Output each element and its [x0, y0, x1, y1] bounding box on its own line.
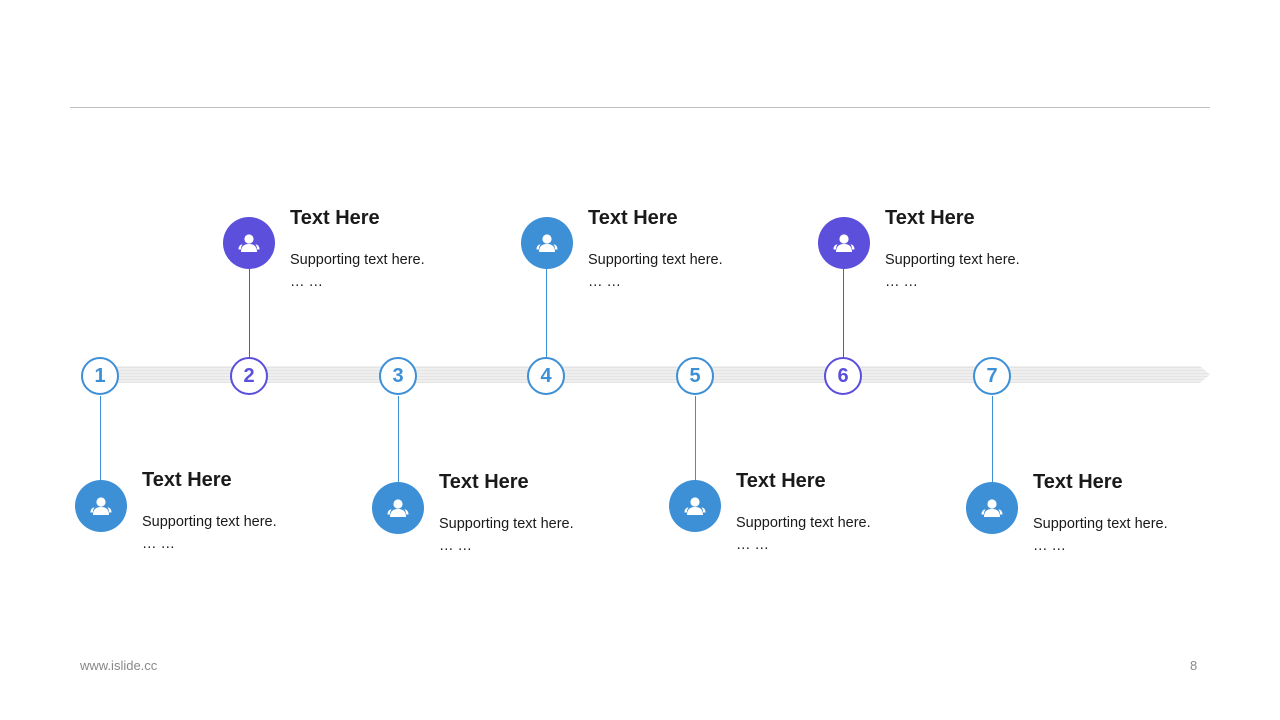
- step-2-label: Text Here Supporting text here. … …: [290, 206, 490, 293]
- step-1-title: Text Here: [142, 469, 232, 491]
- step-7-icon-circle: [966, 482, 1018, 534]
- step-5-title: Text Here: [736, 470, 826, 492]
- step-3-number-circle: 3: [379, 357, 417, 395]
- user-group-icon: [684, 497, 706, 515]
- step-6-label: Text Here Supporting text here. … …: [885, 206, 1085, 293]
- step-7-body-text: Supporting text here.: [1033, 516, 1168, 532]
- step-3-icon-circle: [372, 482, 424, 534]
- step-6-number: 6: [837, 364, 849, 387]
- step-2-ellipsis: … …: [290, 274, 324, 290]
- step-1-icon-circle: [75, 480, 127, 532]
- user-group-icon: [238, 234, 260, 252]
- step-3-number: 3: [392, 364, 404, 387]
- step-6-ellipsis: … …: [885, 274, 919, 290]
- step-7-title: Text Here: [1033, 471, 1123, 493]
- step-5-body: Supporting text here. … …: [736, 512, 936, 556]
- step-5-body-text: Supporting text here.: [736, 515, 871, 531]
- step-2-body: Supporting text here. … …: [290, 249, 490, 293]
- user-group-icon: [833, 234, 855, 252]
- step-2-number-circle: 2: [230, 357, 268, 395]
- step-1-body: Supporting text here. … …: [142, 511, 342, 555]
- step-5-icon-circle: [669, 480, 721, 532]
- step-6-body: Supporting text here. … …: [885, 249, 1085, 293]
- footer-url: www.islide.cc: [80, 658, 158, 673]
- step-3-body-text: Supporting text here.: [439, 516, 574, 532]
- step-7-number: 7: [986, 364, 998, 387]
- step-7-label: Text Here Supporting text here. … …: [1033, 470, 1233, 557]
- step-4-icon-circle: [521, 217, 573, 269]
- step-1-number-circle: 1: [81, 357, 119, 395]
- step-7-connector: [992, 396, 993, 484]
- step-5-ellipsis: … …: [736, 537, 770, 553]
- step-2-title: Text Here: [290, 207, 380, 229]
- step-7-number-circle: 7: [973, 357, 1011, 395]
- step-6-connector: [843, 266, 844, 358]
- step-4-number: 4: [540, 364, 552, 387]
- step-6-body-text: Supporting text here.: [885, 252, 1020, 268]
- page-number: 8: [1190, 658, 1198, 673]
- step-4-label: Text Here Supporting text here. … …: [588, 206, 788, 293]
- step-1-ellipsis: … …: [142, 536, 176, 552]
- step-4-number-circle: 4: [527, 357, 565, 395]
- user-group-icon: [90, 497, 112, 515]
- step-6-icon-circle: [818, 217, 870, 269]
- step-6-title: Text Here: [885, 207, 975, 229]
- step-3-title: Text Here: [439, 471, 529, 493]
- step-4-connector: [546, 266, 547, 358]
- step-2-number: 2: [243, 364, 255, 387]
- step-2-body-text: Supporting text here.: [290, 252, 425, 268]
- step-4-title: Text Here: [588, 207, 678, 229]
- step-2-icon-circle: [223, 217, 275, 269]
- step-7-body: Supporting text here. … …: [1033, 513, 1233, 557]
- step-1-connector: [100, 396, 101, 482]
- step-5-number-circle: 5: [676, 357, 714, 395]
- step-4-body-text: Supporting text here.: [588, 252, 723, 268]
- step-3-ellipsis: … …: [439, 538, 473, 554]
- step-1-number: 1: [94, 364, 106, 387]
- user-group-icon: [536, 234, 558, 252]
- step-3-body: Supporting text here. … …: [439, 513, 639, 557]
- step-1-body-text: Supporting text here.: [142, 514, 277, 530]
- step-1-label: Text Here Supporting text here. … …: [142, 468, 342, 555]
- timeline-arrow-band: [100, 366, 1210, 383]
- step-5-connector: [695, 396, 696, 482]
- top-divider: [70, 107, 1210, 108]
- step-7-ellipsis: … …: [1033, 538, 1067, 554]
- step-6-number-circle: 6: [824, 357, 862, 395]
- step-4-ellipsis: … …: [588, 274, 622, 290]
- user-group-icon: [981, 499, 1003, 517]
- step-3-connector: [398, 396, 399, 484]
- step-5-number: 5: [689, 364, 701, 387]
- step-3-label: Text Here Supporting text here. … …: [439, 470, 639, 557]
- user-group-icon: [387, 499, 409, 517]
- step-5-label: Text Here Supporting text here. … …: [736, 469, 936, 556]
- step-2-connector: [249, 266, 250, 358]
- step-4-body: Supporting text here. … …: [588, 249, 788, 293]
